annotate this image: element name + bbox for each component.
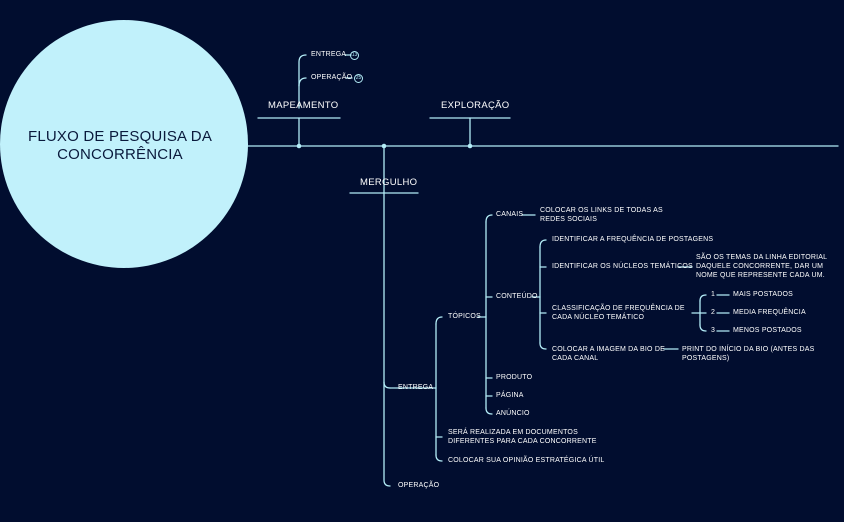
entrega-count-badge: 13 (350, 51, 359, 60)
nucleos-tematicos-node[interactable]: IDENTIFICAR OS NÚCLEOS TEMÁTICOS (552, 263, 693, 270)
nucleos-tematicos-note: SÃO OS TEMAS DA LINHA EDITORIAL DAQUELE … (696, 254, 827, 279)
level-3-number: 3 (711, 327, 716, 334)
opiniao-node[interactable]: COLOCAR SUA OPINIÃO ESTRATÉGICA ÚTIL (448, 457, 605, 464)
central-topic-circle (0, 20, 248, 268)
imagem-bio-note: PRINT DO INÍCIO DA BIO (ANTES DAS POSTAG… (682, 346, 815, 362)
operacao-count-badge: 25 (354, 74, 363, 83)
exploracao-node[interactable]: EXPLORAÇÃO (441, 100, 510, 111)
mergulho-entrega-node[interactable]: ENTREGA (398, 384, 434, 391)
mergulho-operacao-node[interactable]: OPERAÇÃO (398, 482, 440, 489)
mergulho-junction-dot (381, 143, 387, 149)
canais-note: COLOCAR OS LINKS DE TODAS AS REDES SOCIA… (540, 207, 663, 223)
mapeamento-node[interactable]: MAPEAMENTO (268, 100, 339, 111)
imagem-bio-node[interactable]: COLOCAR A IMAGEM DA BIO DE CADA CANAL (552, 346, 665, 362)
documentos-node[interactable]: SERÁ REALIZADA EM DOCUMENTOS DIFERENTES … (448, 429, 597, 445)
level-3-node[interactable]: MENOS POSTADOS (733, 327, 802, 334)
frequencia-postagens-node[interactable]: IDENTIFICAR A FREQUÊNCIA DE POSTAGENS (552, 236, 714, 243)
mapeamento-operacao-connector (298, 77, 307, 87)
level-2-number: 2 (711, 309, 716, 316)
mapeamento-operacao-node[interactable]: OPERAÇÃO (311, 74, 353, 81)
mapeamento-entrega-node[interactable]: ENTREGA (311, 51, 347, 58)
level-2-node[interactable]: MEDIA FREQUÊNCIA (733, 309, 806, 316)
pagina-node[interactable]: PÁGINA (496, 392, 524, 399)
mapeamento-junction-dot (296, 143, 302, 149)
canais-node[interactable]: CANAIS (496, 211, 524, 218)
mergulho-trunk (383, 192, 391, 487)
mergulho-node[interactable]: MERGULHO (360, 177, 418, 188)
level-1-number: 1 (711, 291, 716, 298)
produto-node[interactable]: PRODUTO (496, 374, 533, 381)
exploracao-junction-dot (467, 143, 473, 149)
conteudo-node[interactable]: CONTEÚDO (496, 293, 538, 300)
level-1-node[interactable]: MAIS POSTADOS (733, 291, 794, 298)
topicos-node[interactable]: TÓPICOS (448, 313, 481, 320)
central-topic-title: FLUXO DE PESQUISA DA CONCORRÊNCIA (27, 128, 213, 163)
classificacao-frequencia-node[interactable]: CLASSIFICAÇÃO DE FREQUÊNCIA DE CADA NÚCL… (552, 305, 685, 321)
entrega-connector (383, 381, 391, 389)
anuncio-node[interactable]: ANÚNCIO (496, 410, 530, 417)
mapeamento-entrega-connector (298, 54, 307, 109)
